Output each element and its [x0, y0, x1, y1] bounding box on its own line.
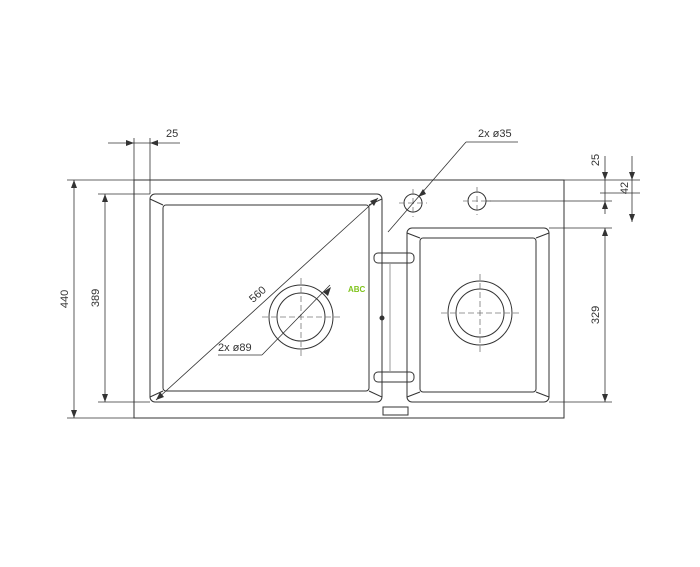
dim-tap-holes: 2x ø35 [478, 128, 512, 140]
dim-tap-offset-total: 42 [619, 182, 631, 194]
overflow-connector [382, 406, 409, 416]
main-bowl [149, 193, 383, 403]
dim-overall-length: 560 [247, 284, 269, 305]
small-bowl [406, 227, 550, 403]
overflow-slot-top [373, 252, 415, 264]
overflow-slot-bottom [373, 371, 415, 383]
dim-main-bowl-depth: 389 [90, 289, 102, 307]
dim-edge-offset: 25 [166, 128, 178, 140]
dim-drain-holes: 2x ø89 [218, 342, 252, 354]
dim-tap-offset-top: 25 [590, 154, 602, 166]
dim-overall-width: 440 [59, 290, 71, 308]
brand-logo: ABC [348, 285, 366, 294]
dim-small-bowl-depth: 329 [590, 306, 602, 324]
sink-outline [133, 179, 565, 419]
